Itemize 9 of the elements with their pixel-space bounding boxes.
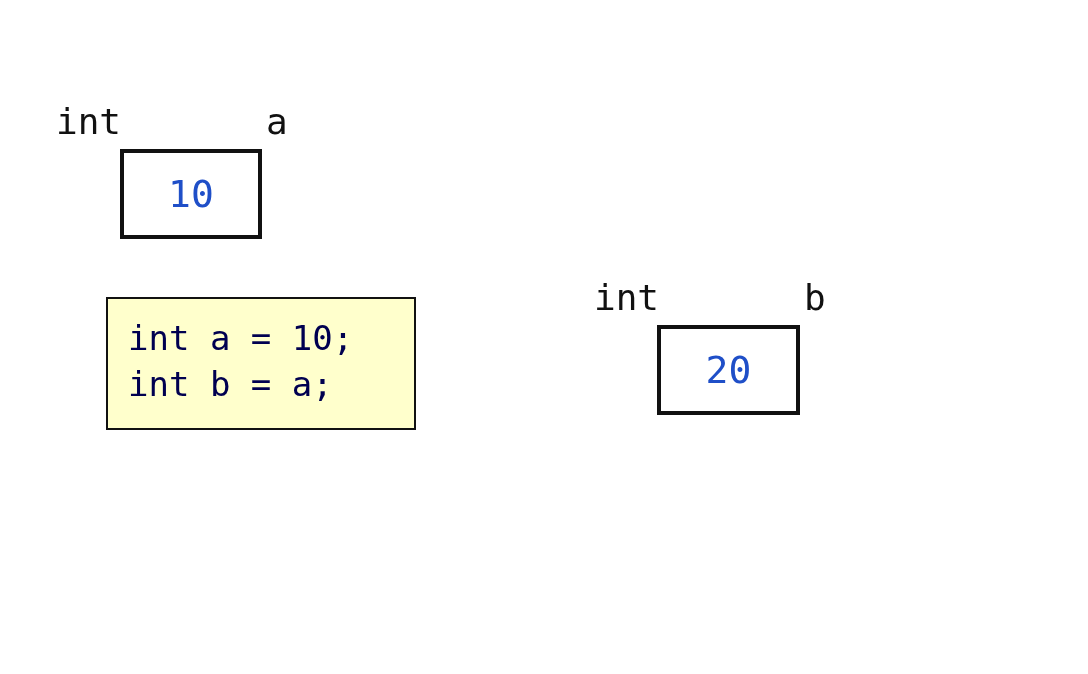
variable-name: b [804, 278, 826, 318]
value-text: 20 [705, 348, 752, 392]
variable-name: a [266, 102, 288, 142]
type-label: int [594, 278, 660, 318]
code-line: int a = 10; [128, 317, 355, 360]
code-box [106, 297, 416, 430]
type-label: int [56, 102, 122, 142]
code-line: int b = a; [128, 363, 334, 406]
value-text: 10 [168, 172, 214, 216]
